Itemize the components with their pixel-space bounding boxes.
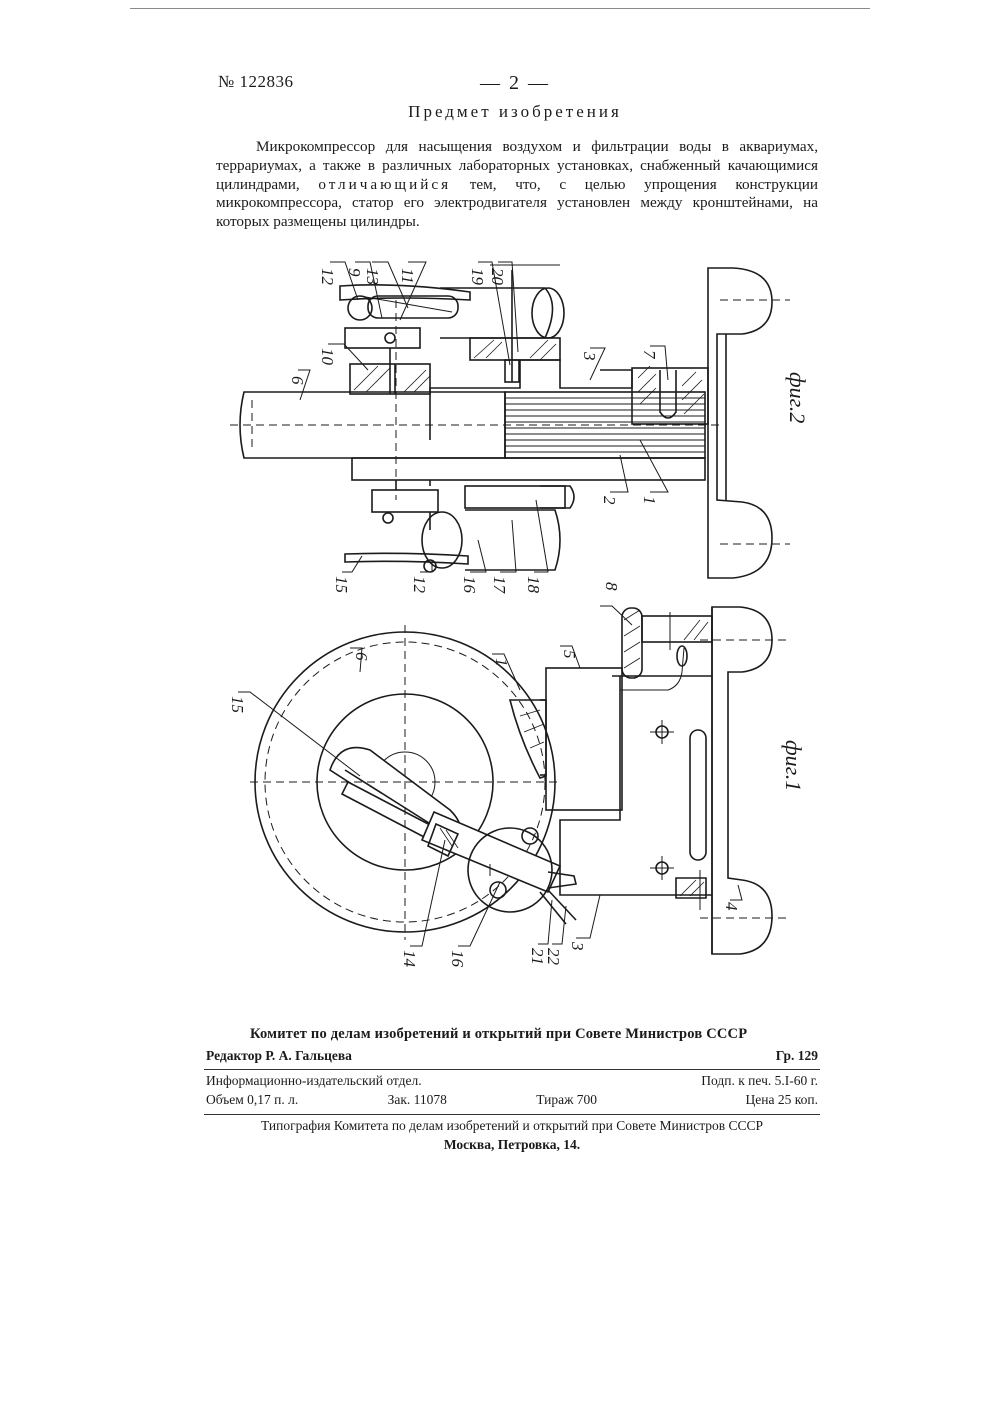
fig1-callout-15: 15 bbox=[228, 696, 247, 713]
imprint-department-row: Информационно-издательский отдел. Подп. … bbox=[206, 1073, 818, 1089]
imprint-order: Зак. 11078 bbox=[388, 1092, 447, 1108]
imprint-details-row: Объем 0,17 п. л. Зак. 11078 Тираж 700 Це… bbox=[206, 1092, 818, 1108]
imprint-price: Цена 25 коп. bbox=[746, 1092, 818, 1108]
fig1-callout-3: 3 bbox=[568, 941, 587, 951]
figure-2-drawing bbox=[230, 262, 790, 578]
fig1-callout-4: 4 bbox=[722, 902, 741, 911]
fig1-callout-5: 5 bbox=[560, 650, 579, 659]
imprint-printing-house-block: Типография Комитета по делам изобретений… bbox=[206, 1116, 818, 1154]
fig1-callout-6: 6 bbox=[352, 652, 371, 661]
imprint-signed: Подп. к печ. 5.I-60 г. bbox=[701, 1073, 818, 1089]
fig2-callout-3: 3 bbox=[580, 351, 599, 361]
imprint-rule-bottom bbox=[204, 1114, 820, 1115]
imprint-department: Информационно-издательский отдел. bbox=[206, 1073, 422, 1089]
imprint-printing-house: Типография Комитета по делам изобретений… bbox=[206, 1116, 818, 1135]
fig2-callout-10: 10 bbox=[318, 348, 337, 366]
figure-2-caption: фиг.2 bbox=[785, 372, 810, 423]
fig1-callout-22: 22 bbox=[544, 948, 563, 966]
fig1-callout-1: 1 bbox=[492, 658, 511, 667]
fig2-callout-15: 15 bbox=[332, 576, 351, 593]
technical-drawings: 12 9 13 11 19 20 10 6 3 7 2 1 15 12 16 1… bbox=[0, 0, 1000, 1000]
imprint-editor-row: Редактор Р. А. Гальцева Гр. 129 bbox=[206, 1048, 818, 1064]
fig2-callout-6: 6 bbox=[288, 376, 307, 385]
figure-1-caption: фиг.1 bbox=[781, 740, 806, 791]
fig2-callout-2: 2 bbox=[600, 496, 619, 505]
fig2-callout-18: 18 bbox=[524, 576, 543, 594]
fig2-callout-12b: 12 bbox=[410, 576, 429, 594]
fig1-callout-8: 8 bbox=[602, 582, 621, 591]
fig2-callout-16: 16 bbox=[460, 576, 479, 594]
imprint-volume: Объем 0,17 п. л. bbox=[206, 1092, 298, 1108]
fig2-callout-20: 20 bbox=[488, 268, 507, 286]
fig2-callout-1: 1 bbox=[640, 496, 659, 505]
fig2-callout-9: 9 bbox=[345, 268, 364, 277]
imprint-editor: Редактор Р. А. Гальцева bbox=[206, 1048, 352, 1064]
fig2-callout-12a: 12 bbox=[318, 268, 337, 286]
imprint-rule-top bbox=[204, 1069, 820, 1070]
fig1-callout-16: 16 bbox=[448, 950, 467, 968]
imprint-address: Москва, Петровка, 14. bbox=[206, 1135, 818, 1154]
imprint-group: Гр. 129 bbox=[776, 1048, 818, 1064]
fig2-callout-13: 13 bbox=[363, 268, 382, 285]
fig2-callout-7: 7 bbox=[640, 350, 659, 360]
fig2-callout-17: 17 bbox=[490, 576, 509, 595]
figure-1-drawing bbox=[238, 606, 790, 954]
imprint-circulation: Тираж 700 bbox=[536, 1092, 656, 1108]
fig1-callout-14: 14 bbox=[400, 950, 419, 968]
fig2-callout-11: 11 bbox=[398, 268, 417, 284]
fig2-callout-19: 19 bbox=[468, 268, 487, 286]
figure-2-callouts: 12 9 13 11 19 20 10 6 3 7 2 1 15 12 16 1… bbox=[288, 268, 810, 595]
imprint-committee: Комитет по делам изобретений и открытий … bbox=[250, 1026, 747, 1043]
